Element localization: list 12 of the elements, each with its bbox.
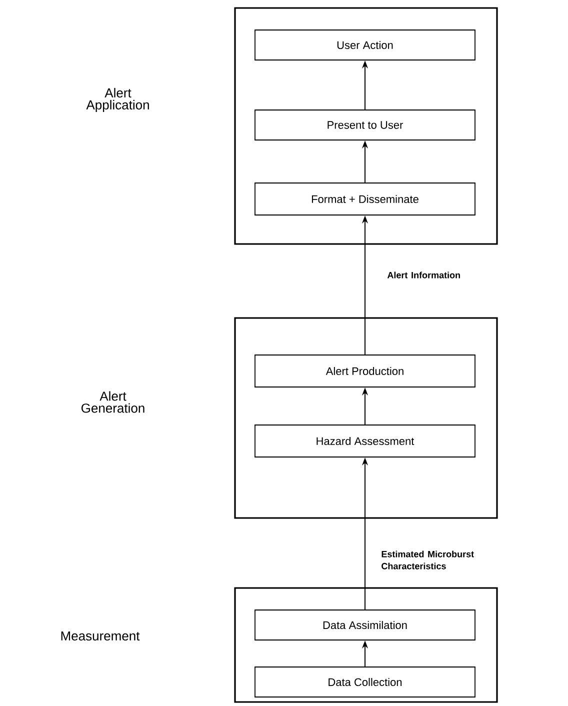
process-box: Alert Production <box>254 354 476 388</box>
edge-label: Alert Information <box>387 272 460 278</box>
process-box: Format + Disseminate <box>254 182 476 216</box>
process-box: User Action <box>254 30 476 60</box>
side-label: Measurement <box>61 631 140 641</box>
process-box: Hazard Assessment <box>254 424 476 458</box>
side-label: Alert Generation <box>82 391 144 413</box>
side-label: Alert Application <box>86 88 149 112</box>
process-box: Present to User <box>254 110 476 140</box>
process-box: Data Assimilation <box>254 610 476 640</box>
edge-label: Estimated Microburst Characteristics <box>382 550 474 570</box>
process-box: Data Collection <box>254 666 476 698</box>
